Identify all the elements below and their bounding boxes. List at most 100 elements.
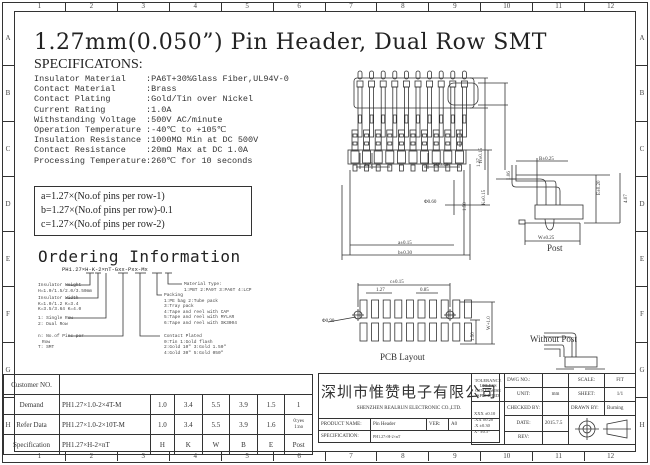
cell: B [229, 434, 258, 455]
top-view-body [347, 149, 467, 165]
note-line: Row [42, 339, 51, 345]
pin-mark [375, 133, 381, 138]
pcb-pad [371, 299, 379, 319]
zone-label: 1 [14, 452, 66, 461]
pin-foot [387, 164, 393, 172]
product-name-label: PRODUCT NAME: [318, 418, 371, 431]
pin-tip [392, 70, 398, 80]
dim-sq: SQ0.40 [433, 163, 449, 168]
cell: 3.4 [173, 414, 203, 435]
checked-value [541, 401, 569, 416]
note-line: K=1.0/1.2 K=3.4 [38, 301, 79, 307]
zone-label: 12 [607, 452, 615, 460]
formula-a: a=1.27×(No.of pins per row-1) [41, 191, 165, 202]
leader-packing [156, 273, 162, 296]
pin-slot [408, 150, 418, 164]
cell: 1.0 [149, 414, 175, 435]
front-view [356, 70, 468, 138]
cell: 1 [284, 394, 313, 415]
pin-foot [352, 164, 358, 172]
cell: 3.9 [229, 414, 258, 435]
spec-value: :20mΩ Max at DC 1.0A [146, 145, 249, 156]
spec-value: :1000MΩ Min at DC 500V [146, 135, 259, 146]
pin-leg [461, 86, 467, 138]
pin-window [391, 80, 399, 88]
pcb-pad [417, 322, 426, 342]
dim-c: c±0.15 [390, 280, 404, 285]
pin-foot [422, 164, 427, 172]
label-without-post: Without Post [530, 334, 577, 344]
title-block-meta: TOLERANCE UNLESS OTHERWISE SPECIFIED DWG… [470, 373, 637, 446]
formula-b: b=1.27×(No.of pins per row)-0.1 [41, 205, 173, 216]
zone-label: 9 [429, 2, 482, 11]
pin-slot [373, 150, 383, 164]
pin-seg [381, 114, 386, 124]
note-line: 6:Tape and reel with SK3004 [164, 320, 237, 326]
customer-no-value [59, 374, 313, 395]
dim-085: 0.85 [420, 288, 429, 293]
pin-leg [392, 86, 398, 138]
pin-seg [450, 114, 455, 124]
pcb-pad [406, 322, 414, 342]
technical-drawings: 1.27 SQ0.40 H±0.15 1.27 K±0.15 1.50 Φ0.6… [322, 70, 629, 370]
pin-leg [415, 86, 421, 138]
customer-spec-table: Customer NO. Demand PH1.27×1.0-2×4T-M 1.… [3, 374, 313, 455]
company-name-cn: 深圳市惟赞电子有限公司 [321, 383, 498, 401]
note-label: Contact Plated [164, 334, 202, 339]
projection-symbol [567, 415, 637, 445]
dim-106: 1.06 [507, 171, 512, 180]
pin-foot [399, 164, 404, 172]
spec-value: :260℃ for 10 seconds [146, 155, 253, 166]
zone-label: 1 [14, 2, 66, 11]
pin-tip [461, 70, 467, 80]
row-label: Demand [3, 394, 60, 415]
zone-label: 11 [533, 2, 586, 11]
note-label: Insulator Width [38, 296, 79, 301]
zone-label: 12 [607, 2, 615, 10]
zone-label: F [636, 287, 648, 343]
pin-top [398, 129, 405, 151]
drawing-frame [14, 11, 636, 452]
pin-leg [427, 86, 432, 138]
note-line: T: SMT [38, 345, 55, 350]
pcb-pad [382, 299, 391, 319]
pin-tip [415, 70, 421, 80]
dim-pitch: 1.27 [364, 163, 373, 168]
leader-width [66, 273, 99, 299]
checked-label: CHECKED BY: [504, 401, 543, 416]
note-label: Material Type: [184, 282, 222, 287]
drawn-label: DRAWN BY: [567, 401, 606, 416]
note-pins: n: No.of Pins per Row T: SMT [38, 334, 84, 351]
dim-E: E±0.20 [597, 180, 602, 195]
note-line: 0:Tin 1:Gold flash [164, 339, 213, 345]
third-angle-projection-icon [574, 418, 631, 440]
zone-label: B [636, 66, 648, 122]
pin-top [432, 129, 440, 151]
spec-key: Contact Resistance [34, 145, 126, 156]
zone-label: D [2, 177, 14, 232]
spec-value: :PA6T+30%Glass Fiber,UL94V-0 [146, 74, 289, 84]
pin-mark [433, 133, 439, 138]
table-row: Demand PH1.27×1.0-2×4T-M 1.0 3.4 5.5 3.9… [3, 394, 313, 415]
pin-leg [450, 86, 456, 138]
cell: 5.5 [201, 394, 231, 415]
tolerance-line: XXX ±0.10 [474, 411, 496, 416]
zone-label: 2 [66, 2, 118, 11]
dim-127-side: 1.27 [477, 158, 482, 167]
note-line: H=1.0/1.5/2.0/3.50mm [38, 288, 93, 294]
zone-label: C [2, 122, 14, 177]
pin-seg [416, 114, 420, 124]
pin-foot [364, 164, 369, 172]
dim-hole: Φ0.60 [424, 200, 437, 205]
pin-mark [445, 133, 451, 138]
pcb-pad [359, 299, 368, 319]
leader-rows [68, 273, 107, 319]
spec-value: :Brass [146, 84, 177, 95]
specification-label: SPECIFICATION: [318, 430, 371, 443]
zone-label: 9 [429, 452, 482, 461]
spec-key: Operation Temperature [34, 125, 142, 136]
dim-B: B±0.25 [539, 157, 554, 162]
row-label: Customer NO. [3, 374, 60, 395]
pin-slot [362, 150, 371, 164]
